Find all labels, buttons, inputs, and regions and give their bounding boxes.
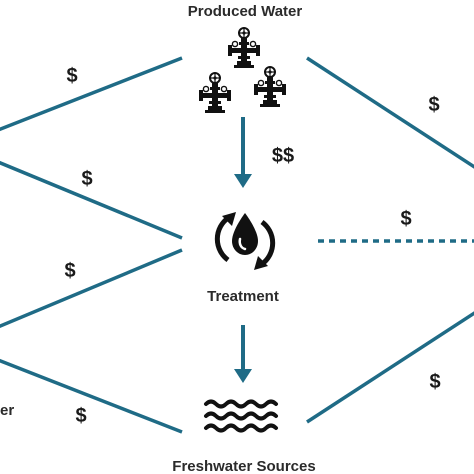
left-bottom-node-label: er: [0, 402, 14, 419]
water-recycle-icon: [214, 212, 276, 270]
cost-left-mid-upper: $: [81, 168, 92, 190]
cost-left-bottom: $: [75, 405, 86, 427]
link-left-top: [0, 56, 183, 132]
flow-arrow-produced-to-treatment: [234, 117, 252, 188]
flow-arrow-treatment-to-freshwater: [234, 325, 252, 383]
cost-right-bottom: $: [429, 371, 440, 393]
treatment-label: Treatment: [207, 288, 279, 305]
cost-right-top: $: [428, 94, 439, 116]
cost-center-vertical: $$: [272, 145, 294, 167]
link-right-bottom: [306, 311, 474, 424]
cost-left-top: $: [66, 65, 77, 87]
link-left-bottom: [0, 358, 183, 434]
freshwater-sources-label: Freshwater Sources: [172, 458, 315, 474]
connection-lines: [0, 56, 474, 434]
link-right-top: [306, 56, 474, 169]
cost-right-mid: $: [400, 208, 411, 230]
produced-water-label: Produced Water: [188, 3, 303, 20]
link-left-mid-lower: [0, 248, 183, 329]
cost-left-mid-lower: $: [64, 260, 75, 282]
water-waves-icon: [204, 399, 278, 433]
link-left-mid-upper: [0, 160, 183, 240]
wellhead-icon: [198, 27, 287, 114]
